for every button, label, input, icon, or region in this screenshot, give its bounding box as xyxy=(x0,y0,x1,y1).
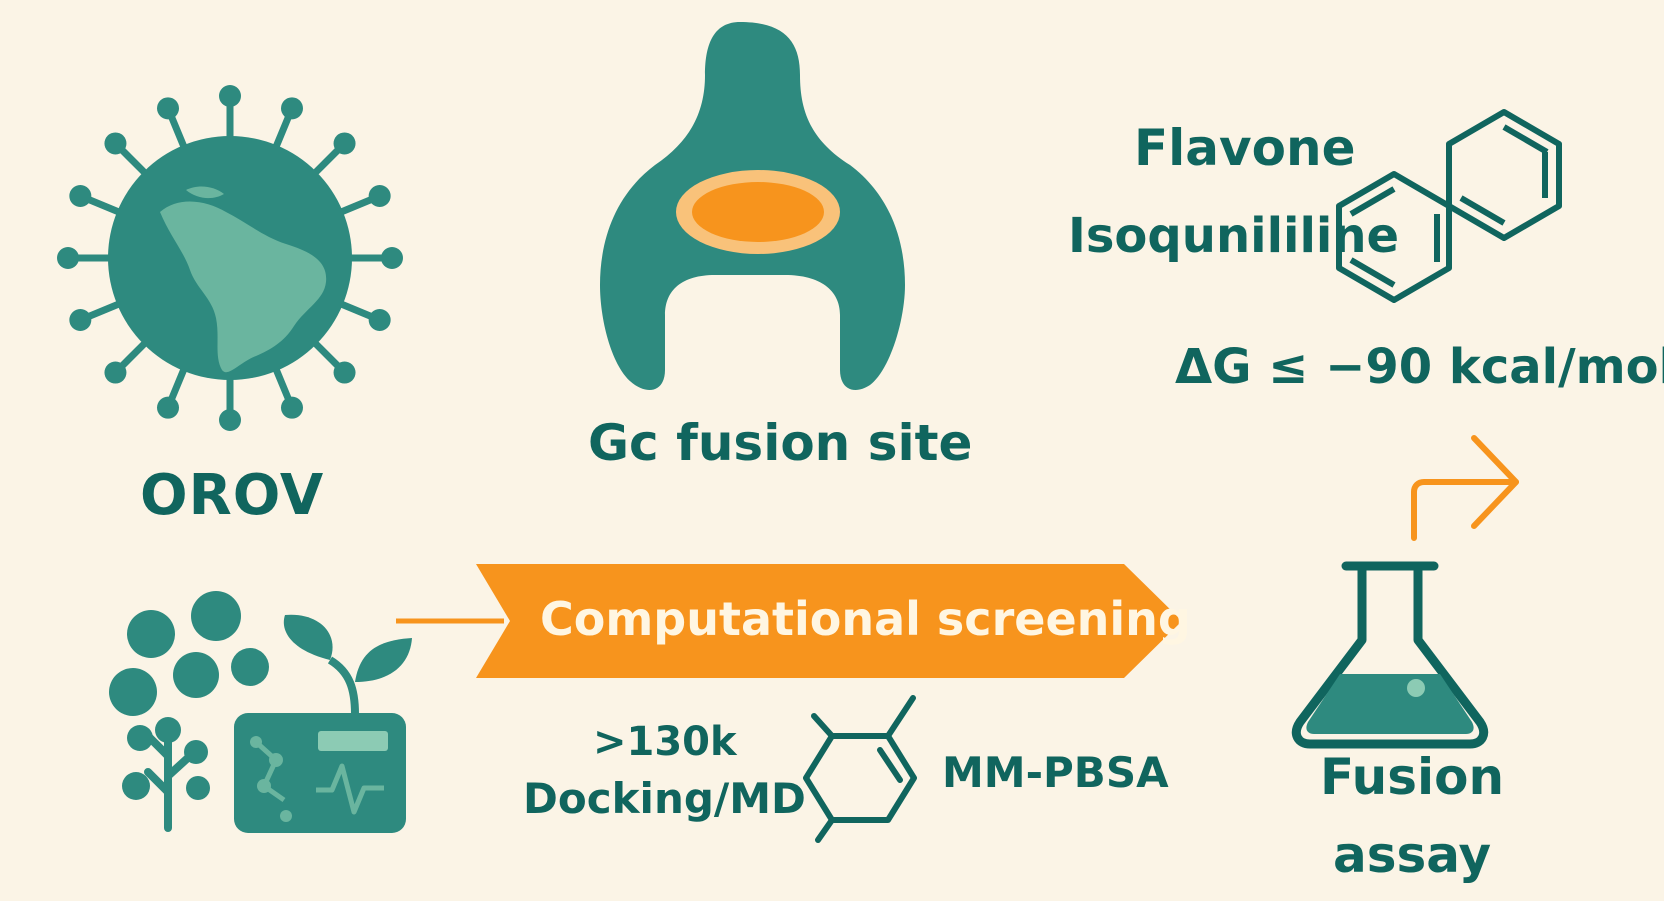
naphthalene-structure-icon xyxy=(1336,109,1562,303)
orov-label: OROV xyxy=(140,463,325,528)
virus-spike-tip xyxy=(104,361,127,384)
virus-spike xyxy=(120,338,150,368)
virus-spike-tip xyxy=(57,247,79,269)
gc-protein-icon xyxy=(600,22,905,390)
virus-spike xyxy=(168,365,189,400)
virus-spike-tip xyxy=(157,396,180,419)
virus-icon xyxy=(57,85,403,431)
compound-library-icon xyxy=(109,591,412,833)
compound-count-label: >130k xyxy=(593,719,737,765)
virus-spike xyxy=(120,148,150,178)
flavone-label: Flavone xyxy=(1134,119,1356,177)
virus-spike xyxy=(310,338,340,368)
binding-energy-label: ΔG ≤ −90 kcal/mol xyxy=(1175,339,1664,395)
virus-spike-tip xyxy=(157,97,180,120)
continent-shape-small xyxy=(186,186,224,199)
gc-fusion-site-label: Gc fusion site xyxy=(588,414,973,472)
isoquniline-label: Isoqunililine xyxy=(1068,208,1400,264)
virus-spike xyxy=(337,196,372,217)
virus-spike-tip xyxy=(368,185,391,208)
virus-spike-tip xyxy=(381,247,403,269)
virus-spike xyxy=(88,196,123,217)
virus-spike-tip xyxy=(104,132,127,155)
fusion-assay-label-line1: Fusion xyxy=(1320,748,1505,806)
virus-spike xyxy=(271,116,292,151)
virus-spike-tip xyxy=(280,97,303,120)
virus-spike xyxy=(310,148,340,178)
screening-banner-label: Computational screening xyxy=(540,592,1191,646)
docking-md-label: Docking/MD xyxy=(523,774,806,823)
virus-spike-tip xyxy=(219,85,241,107)
fusion-assay-label-line2: assay xyxy=(1333,826,1492,884)
virus-spike-tip xyxy=(69,308,92,331)
mm-pbsa-label: MM-PBSA xyxy=(942,748,1169,797)
flask-icon xyxy=(1291,561,1489,749)
virus-spike-tip xyxy=(333,361,356,384)
arrow-right-icon xyxy=(1411,435,1519,541)
molecule-structure-icon xyxy=(803,695,917,843)
virus-spike xyxy=(168,116,189,151)
virus-spike-tip xyxy=(280,396,303,419)
virus-spike xyxy=(88,299,123,320)
continent-shape xyxy=(160,201,327,373)
virus-spike-tip xyxy=(368,308,391,331)
screening-banner xyxy=(476,564,1182,678)
virus-spike-tip xyxy=(333,132,356,155)
virus-spike-tip xyxy=(219,409,241,431)
virus-spike xyxy=(337,299,372,320)
virus-spike xyxy=(271,365,292,400)
virus-spike-tip xyxy=(69,185,92,208)
